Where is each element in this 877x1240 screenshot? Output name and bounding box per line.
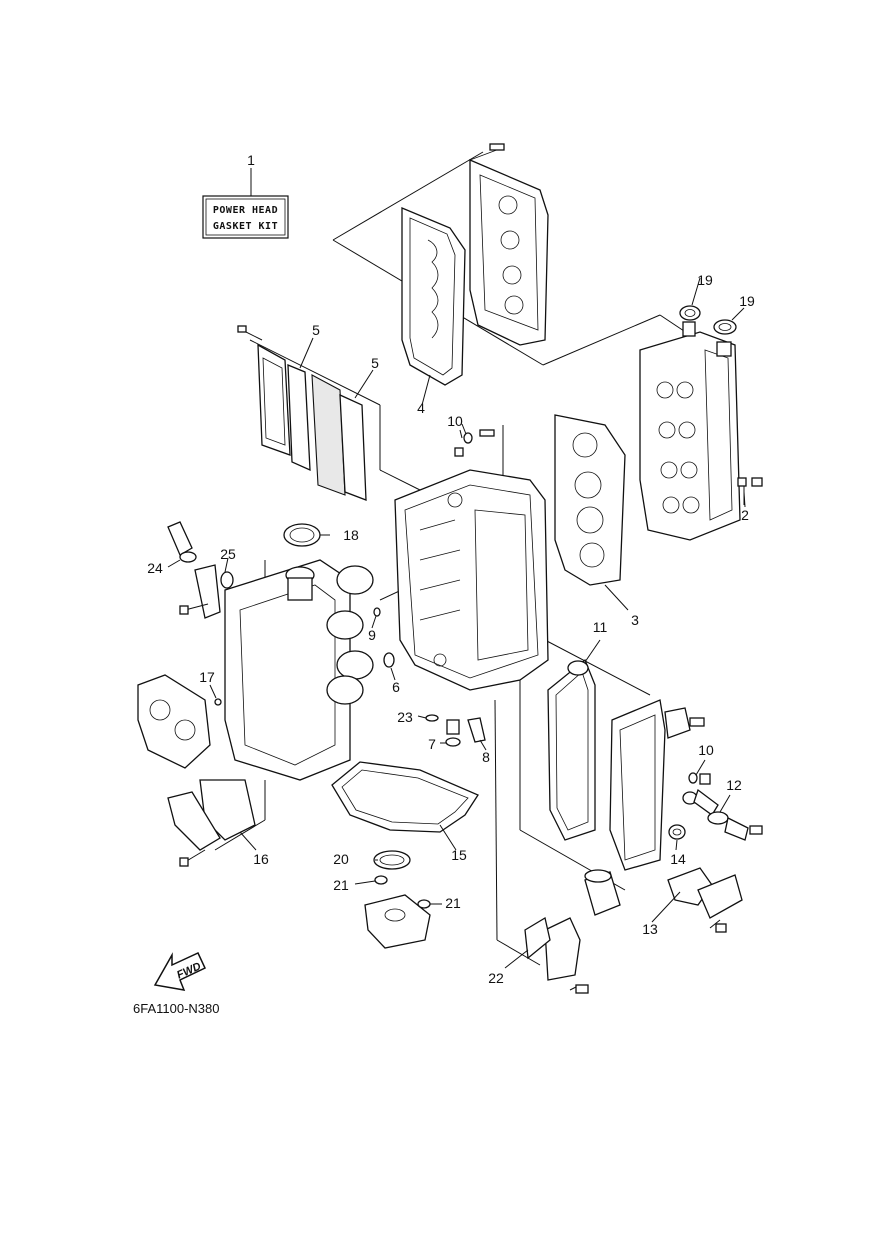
oil-seal-18 xyxy=(283,523,321,547)
callout-1: 1 xyxy=(247,152,255,168)
callout-labels: 1 2 3 4 5 5 6 7 8 9 10 10 11 12 13 14 15… xyxy=(147,152,755,986)
base-gasket xyxy=(331,761,479,833)
fitting-2 xyxy=(737,477,763,505)
callout-23: 23 xyxy=(397,709,413,725)
callout-5b: 5 xyxy=(371,355,379,371)
cover-gasket-16 xyxy=(167,698,256,867)
plug-10-upper xyxy=(454,429,495,457)
callout-21a: 21 xyxy=(333,877,349,893)
crankshaft-assembly xyxy=(224,559,374,781)
callout-10-lower: 10 xyxy=(698,742,714,758)
exhaust-plate-gasket xyxy=(547,658,596,841)
callout-14: 14 xyxy=(670,851,686,867)
thermostat-housing xyxy=(609,699,705,871)
callout-4: 4 xyxy=(417,400,425,416)
callout-2: 2 xyxy=(741,507,749,523)
callout-8: 8 xyxy=(482,749,490,765)
orings-center xyxy=(373,607,486,747)
callout-13: 13 xyxy=(642,921,658,937)
fwd-arrow-icon: FWD xyxy=(153,952,206,991)
crankcase-cover-left xyxy=(137,674,211,769)
oil-filter xyxy=(524,869,621,994)
callout-20: 20 xyxy=(333,851,349,867)
callout-3: 3 xyxy=(631,612,639,628)
cylinder-block xyxy=(394,469,549,691)
gasket-kit-box: POWER HEAD GASKET KIT xyxy=(202,168,289,239)
callout-22: 22 xyxy=(488,970,504,986)
head-gasket xyxy=(554,414,629,611)
callout-17: 17 xyxy=(199,669,215,685)
callout-16: 16 xyxy=(253,851,269,867)
kit-label-line1: POWER HEAD xyxy=(213,205,278,216)
head-cover-gasket xyxy=(401,207,466,386)
callout-5a: 5 xyxy=(312,322,320,338)
callout-7: 7 xyxy=(428,736,436,752)
cylinder-head xyxy=(639,331,741,541)
cover-13 xyxy=(667,867,743,933)
kit-label-line2: GASKET KIT xyxy=(213,221,278,232)
callout-12: 12 xyxy=(726,777,742,793)
hose-fitting xyxy=(167,521,234,619)
callout-6: 6 xyxy=(392,679,400,695)
callout-21b: 21 xyxy=(445,895,461,911)
seal-housing xyxy=(364,850,431,949)
callout-18: 18 xyxy=(343,527,359,543)
callout-25: 25 xyxy=(220,546,236,562)
oil-seals xyxy=(679,305,737,357)
callout-leaders xyxy=(167,277,746,969)
callout-19b: 19 xyxy=(739,293,755,309)
callout-24: 24 xyxy=(147,560,163,576)
callout-15: 15 xyxy=(451,847,467,863)
exhaust-cover xyxy=(237,325,367,501)
callout-11: 11 xyxy=(593,619,608,635)
callout-10-upper: 10 xyxy=(447,413,463,429)
callout-9: 9 xyxy=(368,627,376,643)
diagram-code: 6FA1100-N380 xyxy=(133,1001,220,1016)
thermostat-parts xyxy=(668,772,763,841)
cylinder-head-cover xyxy=(469,143,549,346)
callout-19a: 19 xyxy=(697,272,713,288)
